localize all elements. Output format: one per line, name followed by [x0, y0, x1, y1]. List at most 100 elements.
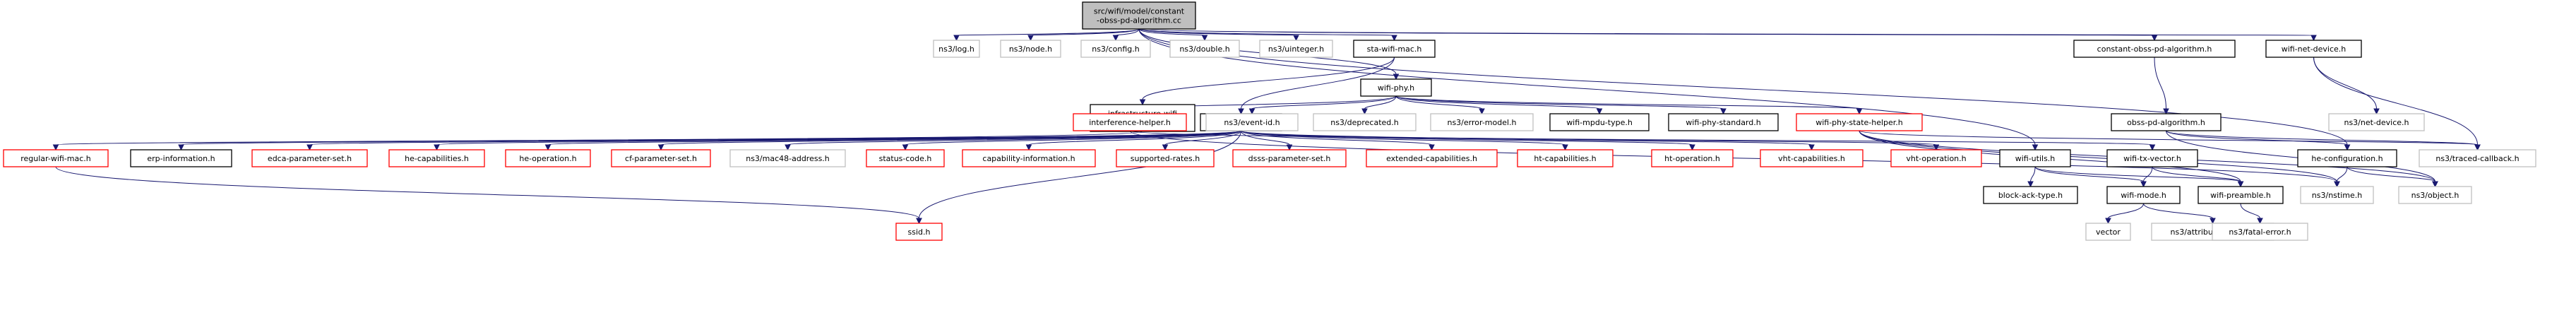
node-dsss[interactable]: dsss-parameter-set.h [1232, 149, 1347, 167]
edge-wifinetdev-to-netdevice [2313, 57, 2380, 115]
node-extcap[interactable]: extended-capabilities.h [1366, 149, 1498, 167]
node-box [1360, 78, 1432, 97]
node-traced[interactable]: ns3/traced-callback.h [2419, 149, 2536, 167]
edge-preamble-to-fatalerror [2240, 203, 2263, 225]
node-box [2212, 223, 2308, 241]
node-label: wifi-mode.h [2121, 191, 2166, 200]
node-double[interactable]: ns3/double.h [1169, 40, 1240, 58]
node-heconf[interactable]: he-configuration.h [2297, 149, 2397, 167]
node-constobss[interactable]: constant-obss-pd-algorithm.h [2073, 40, 2236, 58]
edges-layer [52, 28, 2481, 225]
node-label: ns3/node.h [1009, 45, 1052, 54]
node-label: ht-capabilities.h [1534, 154, 1596, 163]
node-vector[interactable]: vector [2085, 223, 2131, 241]
node-obsspd[interactable]: obss-pd-algorithm.h [2111, 113, 2222, 131]
node-box [2297, 149, 2397, 167]
node-fatalerror[interactable]: ns3/fatal-error.h [2212, 223, 2308, 241]
node-preamble[interactable]: wifi-preamble.h [2198, 186, 2284, 204]
node-box [895, 223, 943, 241]
node-box [2085, 223, 2131, 241]
edge-phystate-to-traced [1859, 130, 2481, 151]
node-label: capability-information.h [982, 154, 1075, 163]
node-wifimode[interactable]: wifi-mode.h [2106, 186, 2181, 204]
node-wifiphy[interactable]: wifi-phy.h [1360, 78, 1432, 97]
node-wifiutils[interactable]: wifi-utils.h [1999, 149, 2071, 167]
edge-mgt-to-extcap [1241, 130, 1435, 151]
node-mac48[interactable]: ns3/mac48-address.h [729, 149, 846, 167]
edge-regular-to-ssid [55, 166, 922, 225]
node-label: ht-operation.h [1664, 154, 1720, 163]
node-nstime[interactable]: ns3/nstime.h [2300, 186, 2374, 204]
node-edca[interactable]: edca-parameter-set.h [251, 149, 368, 167]
node-uinteger[interactable]: ns3/uinteger.h [1259, 40, 1333, 58]
edge-txvector-to-preamble [2152, 166, 2244, 188]
edge-wifiphy-to-eventid [1248, 95, 1397, 115]
node-hecap[interactable]: he-capabilities.h [388, 149, 485, 167]
node-label: src/wifi/model/constant [1094, 7, 1185, 16]
edge-root-to-config [1112, 28, 1140, 42]
edge-mgt-to-suprates [1162, 130, 1241, 151]
edge-stawifimac-to-infra [1139, 57, 1395, 106]
node-deprecated[interactable]: ns3/deprecated.h [1313, 113, 1417, 131]
node-box [1549, 113, 1650, 131]
edge-root-to-uinteger [1138, 28, 1299, 42]
node-label: obss-pd-algorithm.h [2127, 118, 2205, 127]
node-heop[interactable]: he-operation.h [505, 149, 591, 167]
node-regular[interactable]: regular-wifi-mac.h [3, 149, 109, 167]
edge-wifiutils-to-preamble [2034, 166, 2244, 188]
node-label: supported-rates.h [1131, 154, 1200, 163]
node-box [2198, 186, 2284, 204]
node-label: constant-obss-pd-algorithm.h [2097, 45, 2212, 54]
edge-mgt-to-heop [544, 130, 1241, 151]
edge-heconf-to-nstime [2334, 166, 2348, 188]
node-suprates[interactable]: supported-rates.h [1116, 149, 1215, 167]
edge-wifinetdev-to-traced [2313, 57, 2481, 151]
node-label: ssid.h [908, 228, 931, 237]
node-box [1000, 40, 1061, 58]
edge-wifiphy-to-mpdutype [1395, 95, 1603, 115]
node-htcap[interactable]: ht-capabilities.h [1517, 149, 1614, 167]
node-box [866, 149, 945, 167]
node-netdevice[interactable]: ns3/net-device.h [2328, 113, 2425, 131]
node-box [1205, 113, 1299, 131]
node-vhtop[interactable]: vht-operation.h [1890, 149, 1982, 167]
node-label: he-capabilities.h [405, 154, 469, 163]
node-box [2328, 113, 2425, 131]
node-log[interactable]: ns3/log.h [933, 40, 980, 58]
node-ssid[interactable]: ssid.h [895, 223, 943, 241]
node-stawifimac[interactable]: sta-wifi-mac.h [1353, 40, 1436, 58]
node-object[interactable]: ns3/object.h [2398, 186, 2472, 204]
node-config[interactable]: ns3/config.h [1080, 40, 1151, 58]
node-box [2106, 186, 2181, 204]
node-eventid[interactable]: ns3/event-id.h [1205, 113, 1299, 131]
node-label: vht-capabilities.h [1778, 154, 1845, 163]
node-node[interactable]: ns3/node.h [1000, 40, 1061, 58]
node-root[interactable]: src/wifi/model/constant-obss-pd-algorith… [1082, 1, 1196, 30]
node-interference[interactable]: interference-helper.h [1073, 113, 1187, 131]
node-errormodel[interactable]: ns3/error-model.h [1430, 113, 1534, 131]
node-capinfo[interactable]: capability-information.h [962, 149, 1096, 167]
node-box [1366, 149, 1498, 167]
node-mpdutype[interactable]: wifi-mpdu-type.h [1549, 113, 1650, 131]
node-htop[interactable]: ht-operation.h [1651, 149, 1734, 167]
edge-interference-to-txvector [1129, 130, 2156, 151]
node-vhtcap[interactable]: vht-capabilities.h [1760, 149, 1864, 167]
node-wifinetdev[interactable]: wifi-net-device.h [2265, 40, 2362, 58]
node-label: wifi-preamble.h [2210, 191, 2271, 200]
node-label: ns3/nstime.h [2312, 191, 2362, 200]
node-label: dsss-parameter-set.h [1248, 154, 1331, 163]
node-box [1890, 149, 1982, 167]
node-erp[interactable]: erp-information.h [130, 149, 232, 167]
node-cfparam[interactable]: cf-parameter-set.h [611, 149, 711, 167]
node-blockack[interactable]: block-ack-type.h [1983, 186, 2078, 204]
node-phystate[interactable]: wifi-phy-state-helper.h [1796, 113, 1923, 131]
node-label: ns3/error-model.h [1447, 118, 1516, 127]
node-label: wifi-net-device.h [2282, 45, 2347, 54]
node-box [505, 149, 591, 167]
node-statuscode[interactable]: status-code.h [866, 149, 945, 167]
node-txvector[interactable]: wifi-tx-vector.h [2106, 149, 2198, 167]
node-box [1430, 113, 1534, 131]
edge-wifimode-to-attrhelper [2143, 203, 2216, 225]
node-phystandard[interactable]: wifi-phy-standard.h [1668, 113, 1779, 131]
edge-mgt-to-mac48 [785, 130, 1241, 151]
